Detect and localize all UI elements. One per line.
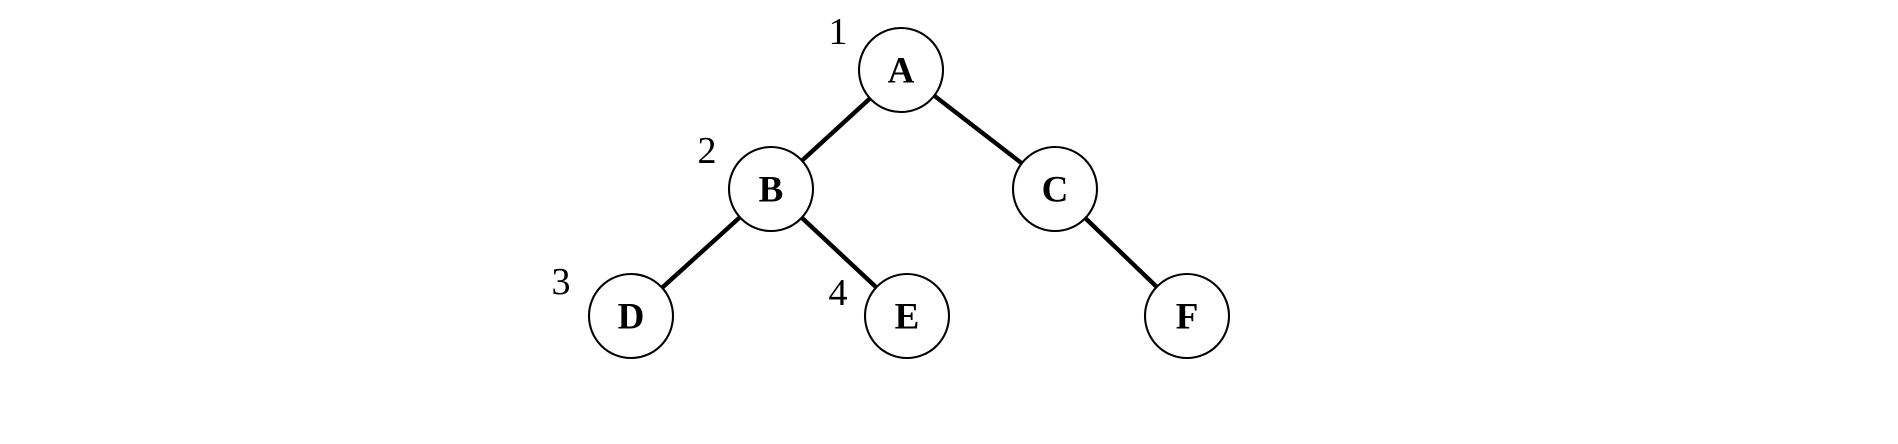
tree-node-e[interactable]: E	[863, 272, 951, 360]
node-index-label-d: 3	[552, 261, 571, 303]
tree-edge-a-c	[932, 93, 1024, 166]
tree-node-c[interactable]: C	[1011, 145, 1099, 233]
tree-node-d[interactable]: D	[587, 272, 675, 360]
node-circle-d[interactable]	[587, 272, 675, 360]
tree-edge-a-b	[799, 96, 873, 163]
tree-node-a[interactable]: A	[857, 26, 945, 114]
node-label-a: A	[888, 51, 915, 92]
tree-node-b[interactable]: B	[727, 145, 815, 233]
nodes-group: A B C D E F	[587, 26, 1231, 360]
tree-edge-c-f	[1083, 215, 1159, 290]
node-label-e: E	[895, 297, 920, 338]
node-circle-e[interactable]	[863, 272, 951, 360]
node-label-b: B	[759, 170, 784, 211]
node-label-c: C	[1042, 170, 1069, 211]
node-index-label-b: 2	[698, 130, 717, 172]
node-circle-f[interactable]	[1143, 272, 1231, 360]
index-labels-group: 1 2 3 4	[552, 11, 848, 314]
tree-edge-b-e	[799, 215, 879, 290]
node-circle-b[interactable]	[727, 145, 815, 233]
node-label-f: F	[1176, 297, 1199, 338]
tree-edge-b-d	[659, 215, 743, 290]
node-circle-c[interactable]	[1011, 145, 1099, 233]
edges-group	[659, 93, 1159, 290]
tree-node-f[interactable]: F	[1143, 272, 1231, 360]
node-circle-a[interactable]	[857, 26, 945, 114]
node-index-label-a: 1	[829, 11, 848, 53]
node-index-label-e: 4	[829, 272, 848, 314]
node-label-d: D	[618, 297, 645, 338]
